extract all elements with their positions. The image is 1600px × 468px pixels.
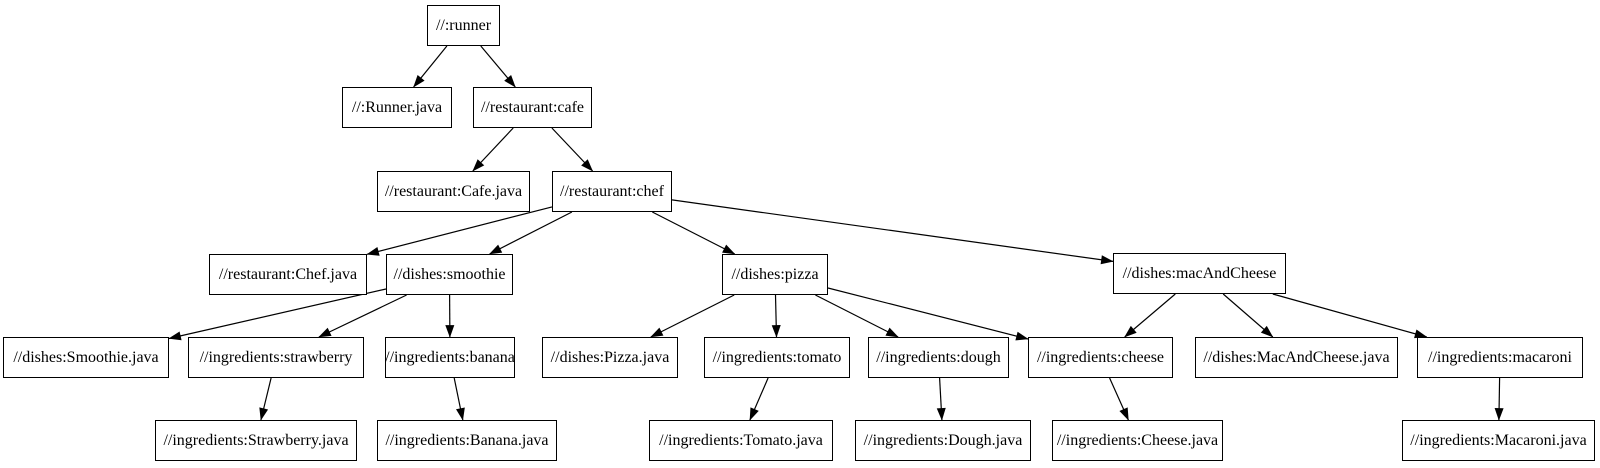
node-dough: //ingredients:dough bbox=[868, 337, 1009, 378]
edge-chef-macAndCheese bbox=[671, 199, 1114, 265]
edge-cafe-cafeJava bbox=[472, 127, 514, 172]
edge-banana-bananaJava bbox=[453, 377, 465, 421]
node-label: //:runner bbox=[435, 16, 492, 34]
edge-dough-doughJava bbox=[936, 377, 946, 421]
edge-macAndCheese-macaroni bbox=[1272, 293, 1428, 339]
node-chef: //restaurant:chef bbox=[552, 171, 672, 212]
node-label: //ingredients:Macaroni.java bbox=[1410, 431, 1587, 449]
node-banana: //ingredients:banana bbox=[385, 337, 515, 378]
node-smoothieJava: //dishes:Smoothie.java bbox=[3, 337, 169, 378]
node-label: //dishes:Smoothie.java bbox=[13, 348, 159, 366]
node-pizzaJava: //dishes:Pizza.java bbox=[542, 337, 678, 378]
node-macaroniJava: //ingredients:Macaroni.java bbox=[1402, 420, 1595, 461]
node-bananaJava: //ingredients:Banana.java bbox=[377, 420, 557, 461]
node-strawberry: //ingredients:strawberry bbox=[188, 337, 364, 378]
node-strawberryJava: //ingredients:Strawberry.java bbox=[155, 420, 357, 461]
edge-pizza-dough bbox=[815, 294, 899, 338]
edge-macAndCheese-macAndCheeseJava bbox=[1222, 293, 1274, 338]
edge-smoothie-smoothieJava bbox=[168, 288, 387, 341]
edge-cheese-cheeseJava bbox=[1109, 377, 1129, 421]
node-cafe: //restaurant:cafe bbox=[473, 87, 592, 128]
node-macaroni: //ingredients:macaroni bbox=[1417, 337, 1583, 378]
node-macAndCheese: //dishes:macAndCheese bbox=[1113, 253, 1286, 294]
node-chefJava: //restaurant:Chef.java bbox=[209, 254, 367, 295]
node-label: //dishes:pizza bbox=[731, 265, 819, 283]
node-label: //dishes:macAndCheese bbox=[1122, 264, 1277, 282]
node-label: //ingredients:macaroni bbox=[1428, 348, 1572, 366]
node-pizza: //dishes:pizza bbox=[722, 254, 828, 295]
edge-tomato-tomatoJava bbox=[749, 377, 769, 421]
node-runner: //:runner bbox=[427, 5, 500, 46]
node-smoothie: //dishes:smoothie bbox=[386, 254, 513, 295]
node-label: //ingredients:tomato bbox=[712, 348, 842, 366]
edge-macAndCheese-cheese bbox=[1124, 293, 1176, 338]
node-cheese: //ingredients:cheese bbox=[1028, 337, 1173, 378]
node-label: //ingredients:strawberry bbox=[199, 348, 353, 366]
edge-runner-cafe bbox=[480, 45, 516, 88]
node-label: //restaurant:chef bbox=[560, 182, 664, 200]
node-label: //dishes:Pizza.java bbox=[550, 348, 670, 366]
node-label: //dishes:MacAndCheese.java bbox=[1203, 348, 1390, 366]
edge-runner-runnerJava bbox=[413, 45, 448, 88]
edge-chef-chefJava bbox=[366, 206, 553, 256]
node-label: //ingredients:Dough.java bbox=[863, 431, 1023, 449]
node-label: //restaurant:Cafe.java bbox=[384, 182, 523, 200]
node-macAndCheeseJava: //dishes:MacAndCheese.java bbox=[1195, 337, 1398, 378]
edge-pizza-cheese bbox=[827, 287, 1029, 341]
edge-pizza-pizzaJava bbox=[650, 294, 735, 338]
edge-cafe-chef bbox=[551, 127, 594, 172]
edge-chef-pizza bbox=[652, 211, 736, 255]
node-label: //restaurant:Chef.java bbox=[218, 265, 358, 283]
node-tomato: //ingredients:tomato bbox=[704, 337, 850, 378]
node-label: //ingredients:banana bbox=[385, 348, 515, 366]
node-tomatoJava: //ingredients:Tomato.java bbox=[649, 420, 833, 461]
node-label: //dishes:smoothie bbox=[393, 265, 506, 283]
node-label: //ingredients:Strawberry.java bbox=[163, 431, 349, 449]
edge-smoothie-strawberry bbox=[318, 294, 407, 338]
node-label: //ingredients:cheese bbox=[1036, 348, 1165, 366]
node-doughJava: //ingredients:Dough.java bbox=[855, 420, 1031, 461]
node-label: //:Runner.java bbox=[351, 98, 443, 116]
node-cheeseJava: //ingredients:Cheese.java bbox=[1052, 420, 1223, 461]
node-runnerJava: //:Runner.java bbox=[342, 87, 452, 128]
node-label: //ingredients:Banana.java bbox=[385, 431, 549, 449]
edge-strawberry-strawberryJava bbox=[259, 377, 272, 421]
edge-chef-smoothie bbox=[489, 211, 573, 255]
node-label: //restaurant:cafe bbox=[480, 98, 585, 116]
edge-macaroni-macaroniJava bbox=[1494, 377, 1504, 421]
node-label: //ingredients:Tomato.java bbox=[659, 431, 823, 449]
edge-pizza-tomato bbox=[771, 294, 781, 338]
node-cafeJava: //restaurant:Cafe.java bbox=[377, 171, 530, 212]
node-label: //ingredients:dough bbox=[876, 348, 1001, 366]
node-label: //ingredients:Cheese.java bbox=[1056, 431, 1219, 449]
